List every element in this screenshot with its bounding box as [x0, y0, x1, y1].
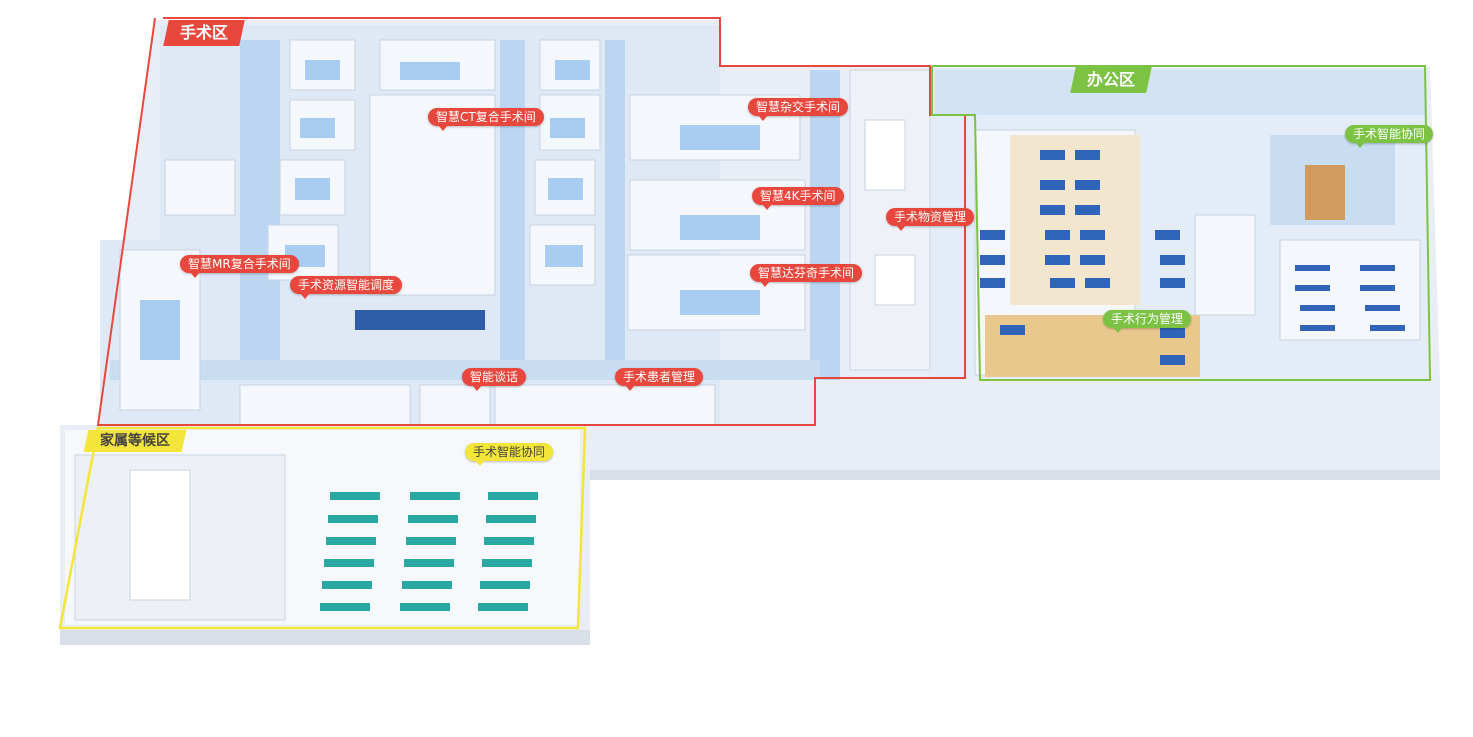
office-zone-outline: [931, 65, 1432, 381]
label-davinci-or: 智慧达芬奇手术间: [750, 264, 863, 287]
label-resource-dispatch: 手术资源智能调度: [290, 276, 403, 299]
label-collab-family: 手术智能协同: [465, 443, 554, 466]
family-zone-tag: 家属等候区: [83, 430, 187, 452]
label-ct-or: 智慧CT复合手术间: [428, 108, 544, 131]
label-collab-office: 手术智能协同: [1345, 125, 1434, 148]
family-zone-rooms: [65, 430, 580, 625]
family-waiting-seats: [320, 492, 538, 611]
office-zone-tag: 办公区: [1070, 67, 1152, 93]
surgery-zone-tag: 手术区: [163, 20, 245, 46]
label-hybrid-or: 智慧杂交手术间: [748, 98, 849, 121]
label-4k-or: 智慧4K手术间: [752, 187, 844, 210]
label-material-mgmt: 手术物资管理: [886, 208, 975, 231]
label-patient-mgmt: 手术患者管理: [615, 368, 704, 391]
label-talk: 智能谈话: [462, 368, 527, 391]
family-zone-outline: [58, 426, 587, 630]
office-workstations: [980, 150, 1405, 365]
label-mr-or: 智慧MR复合手术间: [180, 255, 299, 278]
label-behavior-mgmt: 手术行为管理: [1103, 310, 1192, 333]
